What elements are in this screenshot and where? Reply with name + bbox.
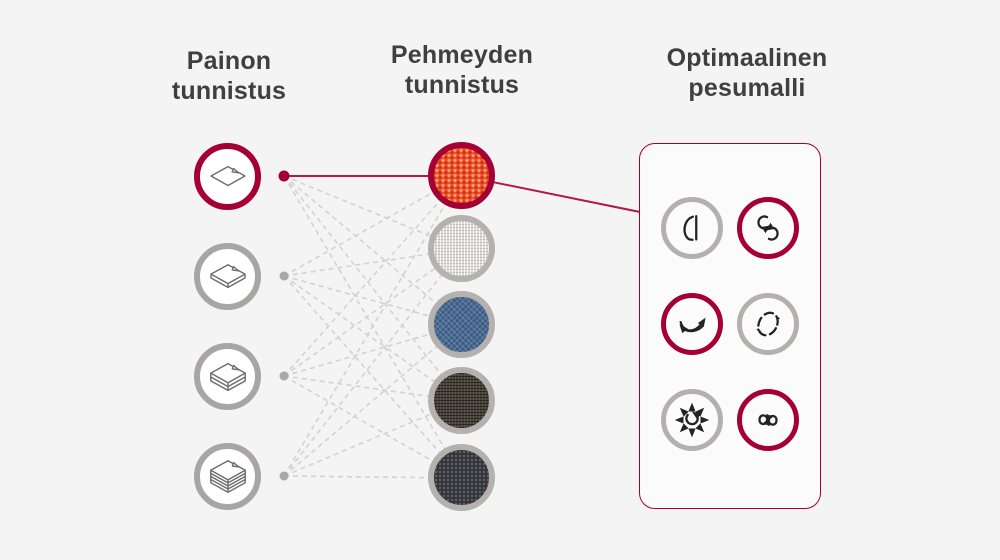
softness-node-dark-weave	[428, 367, 495, 434]
header-softness-detection: Pehmeyden tunnistus	[390, 41, 534, 99]
motion-node-tumble	[661, 197, 723, 259]
fabric-thin-stack-icon	[209, 263, 246, 288]
softness-node-blue-denim	[428, 291, 495, 358]
weight-node-4	[194, 443, 261, 510]
header-weight-detection: Painon tunnistus	[171, 47, 287, 105]
softness-node-charcoal-knit	[428, 444, 495, 511]
weight-node-3	[194, 343, 261, 410]
swing-motion-icon	[679, 317, 706, 334]
weight-node-2	[194, 243, 261, 310]
weight-node-dot	[279, 271, 289, 281]
stepping-motion-icon	[756, 311, 780, 337]
motion-node-rolling	[737, 197, 799, 259]
filtration-motion-icon	[758, 413, 778, 427]
softness-node-light-linen	[428, 215, 495, 282]
motion-node-swing	[661, 293, 723, 355]
scrub-motion-icon	[675, 403, 709, 437]
weight-node-1	[194, 143, 261, 210]
tumble-motion-icon	[683, 215, 698, 241]
weight-node-dot	[279, 371, 289, 381]
fabric-thick-stack-icon	[209, 459, 246, 493]
fabric-single-sheet-icon	[209, 165, 246, 186]
motion-node-filtration	[737, 389, 799, 451]
weight-node-dot	[279, 471, 289, 481]
softness-node-orange-knit	[428, 142, 495, 209]
weight-node-dot-highlighted	[278, 170, 290, 182]
motion-node-stepping	[737, 293, 799, 355]
fabric-medium-stack-icon	[209, 362, 246, 391]
motion-node-scrub	[661, 389, 723, 451]
rolling-motion-icon	[757, 215, 779, 241]
header-optimal-wash-pattern: Optimaalinen pesumalli	[666, 44, 828, 102]
